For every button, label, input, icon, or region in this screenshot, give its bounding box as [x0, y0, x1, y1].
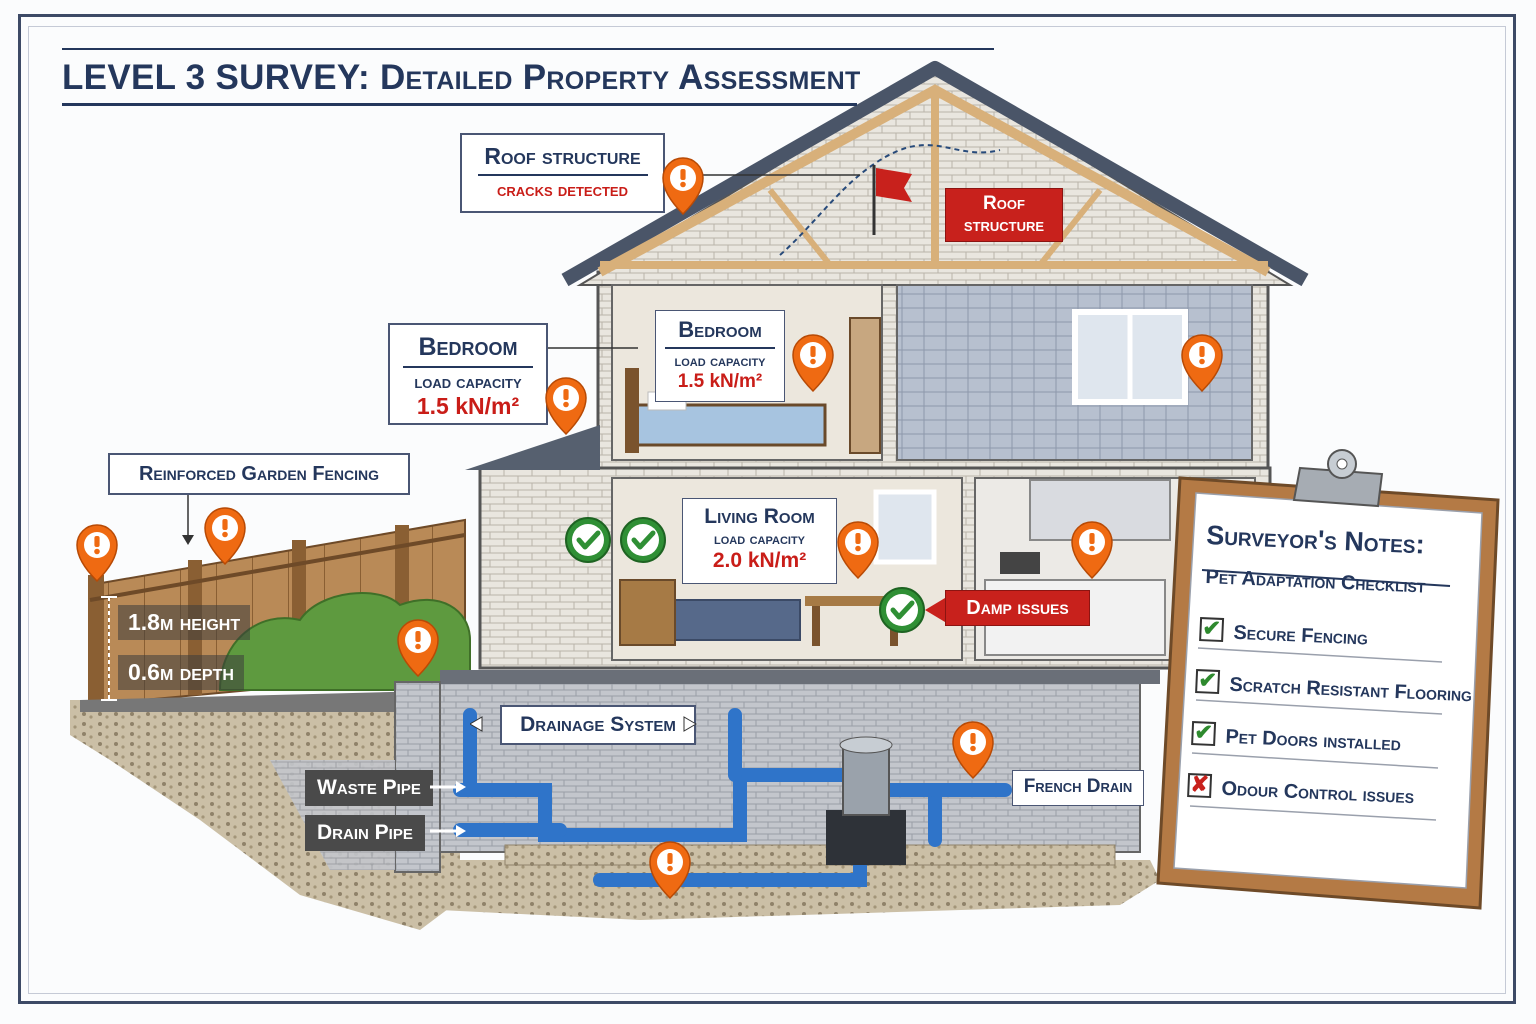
- drainage-arrows: [470, 716, 697, 732]
- fencing-leader-line: [182, 495, 194, 545]
- drain-pipe-label: Drain Pipe: [305, 815, 425, 851]
- fence-height-label: 1.8m height: [118, 605, 251, 640]
- title-rule-bottom: [62, 103, 857, 106]
- checkbox-crossed-icon: ✘: [1187, 771, 1213, 799]
- bedroom-outer-value: 1.5 kN/m²: [416, 393, 520, 419]
- living-room-label: load capacity: [713, 531, 806, 548]
- checkbox-checked-icon: ✔: [1195, 667, 1221, 695]
- bedroom-leader-line: [548, 347, 638, 349]
- checkbox-checked-icon: ✔: [1199, 615, 1225, 643]
- roof-callout-heading: Roof structure: [484, 143, 641, 169]
- living-room-callout: Living Room load capacity 2.0 kN/m²: [682, 498, 837, 584]
- fencing-callout: Reinforced Garden Fencing: [108, 453, 410, 495]
- bedroom-outer-label: load capacity: [414, 372, 522, 392]
- roof-callout-rule: [477, 174, 648, 176]
- fence-depth-label: 0.6m depth: [118, 655, 244, 690]
- roof-callout-status: cracks detected: [497, 180, 628, 201]
- french-drain-callout: French Drain: [1012, 770, 1144, 806]
- outer-frame: [18, 14, 1516, 1004]
- roof-structure-callout: Roof structure cracks detected: [460, 133, 665, 213]
- bedroom-outer-heading: Bedroom: [418, 333, 518, 361]
- bedroom-callout-inner: Bedroom load capacity 1.5 kN/m²: [655, 310, 785, 402]
- red-flag-icon: [872, 165, 912, 235]
- damp-issues-label: Damp issues: [966, 597, 1069, 619]
- bed: [628, 403, 827, 447]
- damp-issues-tag: Damp issues: [945, 590, 1090, 626]
- fencing-label: Reinforced Garden Fencing: [138, 463, 379, 485]
- bedroom-inner-heading: Bedroom: [678, 317, 762, 342]
- pipe-label-arrows: [430, 781, 466, 837]
- living-room-value: 2.0 kN/m²: [712, 549, 807, 572]
- roof-structure-tag: Roof structure: [945, 188, 1063, 242]
- checkbox-checked-icon: ✔: [1191, 719, 1217, 747]
- french-drain-label: French Drain: [1023, 776, 1133, 797]
- bedroom-inner-label: load capacity: [674, 353, 766, 370]
- bedroom-callout-outer: Bedroom load capacity 1.5 kN/m²: [388, 323, 548, 425]
- title-rule-top: [62, 48, 994, 50]
- roof-tag-line2: structure: [963, 215, 1045, 236]
- clipboard-board: [1156, 449, 1500, 910]
- roof-leader-line: [665, 174, 860, 176]
- clipboard-clip-icon: [1292, 449, 1384, 508]
- bedroom-inner-value: 1.5 kN/m²: [677, 371, 763, 392]
- drainage-system-label: Drainage System: [520, 713, 676, 736]
- bedroom-inner-rule: [665, 347, 775, 349]
- checklist-item-label: Secure Fencing: [1232, 621, 1369, 650]
- inner-frame: [28, 26, 1506, 994]
- page-title: LEVEL 3 SURVEY: Detailed Property Assess…: [62, 58, 861, 97]
- sump-chamber: [826, 736, 906, 865]
- soil-ground: [70, 700, 460, 930]
- roof-tag-line1: Roof: [983, 193, 1025, 214]
- living-room-heading: Living Room: [704, 505, 815, 528]
- bedroom-outer-rule: [403, 366, 533, 368]
- fence-dimension-line: [101, 596, 117, 701]
- waste-pipe-label: Waste Pipe: [305, 770, 433, 806]
